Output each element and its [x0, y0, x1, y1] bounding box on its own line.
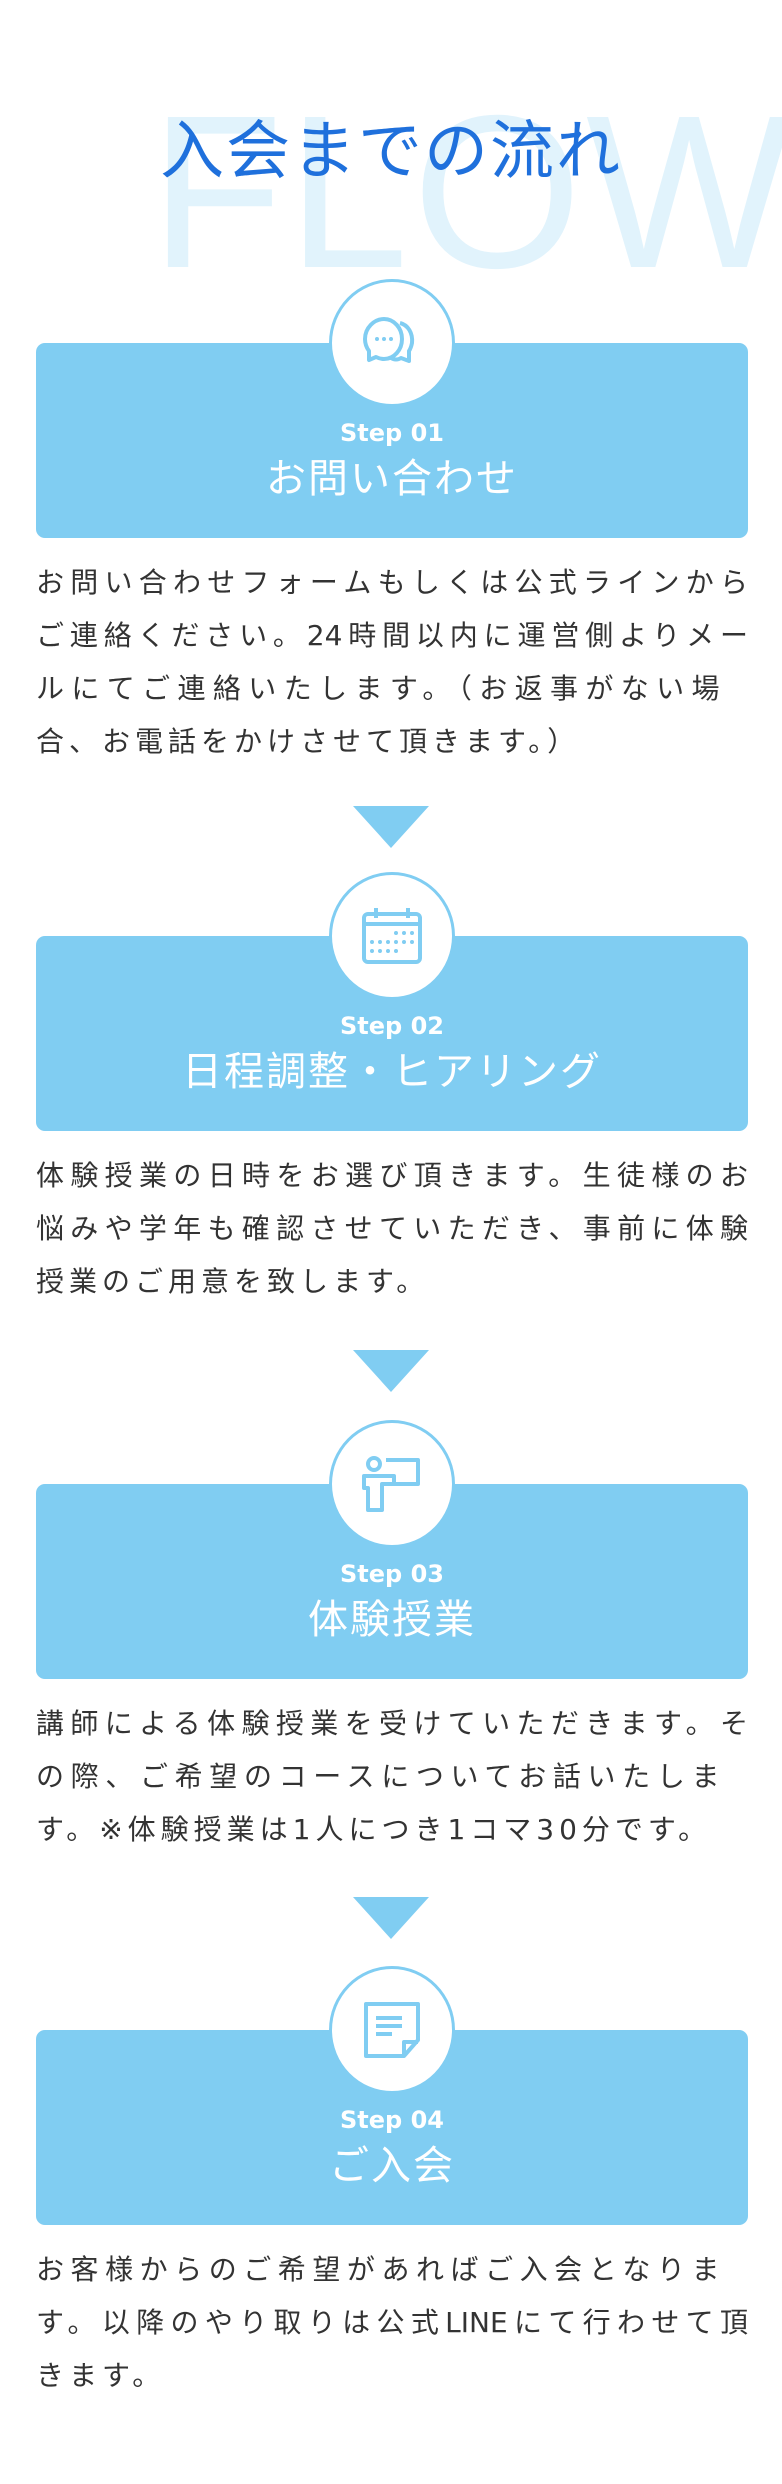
down-arrow-icon	[353, 1350, 429, 1392]
description-line: 合、お電話をかけさせて頂きます。）	[36, 725, 581, 758]
description-line: の際、ご希望のコースについてお話いたしま	[36, 1760, 720, 1793]
calendar-icon	[362, 908, 422, 964]
page-title: 入会までの流れ	[160, 115, 622, 189]
down-arrow-icon	[353, 1897, 429, 1939]
step-description: 講師による体験授業を受けていただきます。そ の際、ご希望のコースについてお話いた…	[36, 1697, 748, 1856]
step-label: Step 02	[340, 1012, 444, 1040]
teacher-board-icon	[362, 1456, 420, 1512]
step-label: Step 01	[340, 419, 444, 447]
step-title: 体験授業	[308, 1597, 476, 1643]
step-description: 体験授業の日時をお選び頂きます。生徒様のお 悩みや学年も確認させていただき、事前…	[36, 1149, 748, 1308]
step-icon-circle	[329, 279, 455, 407]
document-icon	[364, 2002, 420, 2058]
step-description: お客様からのご希望があればご入会となりま す。以降のやり取りは公式LINEにて行…	[36, 2243, 748, 2402]
description-line: ご連絡ください。24時間以内に運営側よりメー	[36, 619, 748, 652]
description-line: 体験授業の日時をお選び頂きます。生徒様のお	[36, 1159, 748, 1192]
description-line: ルにてご連絡いたします。（お返事がない場	[36, 672, 720, 705]
step-icon-circle	[329, 1420, 455, 1548]
step-description: お問い合わせフォームもしくは公式ラインから ご連絡ください。24時間以内に運営側…	[36, 556, 748, 768]
description-line: 講師による体験授業を受けていただきます。そ	[36, 1707, 748, 1740]
step-title: ご入会	[329, 2143, 455, 2189]
description-line: 授業のご用意を致します。	[36, 1265, 430, 1298]
description-line: お問い合わせフォームもしくは公式ラインから	[36, 566, 748, 599]
step-icon-circle	[329, 872, 455, 1000]
flow-watermark: FLOW	[150, 71, 782, 314]
chat-bubbles-icon	[363, 317, 415, 363]
down-arrow-icon	[353, 806, 429, 848]
description-line: きます。	[36, 2359, 166, 2392]
step-title: 日程調整・ヒアリング	[182, 1049, 602, 1095]
description-line: お客様からのご希望があればご入会となりま	[36, 2253, 720, 2286]
description-line: 悩みや学年も確認させていただき、事前に体験	[36, 1212, 748, 1245]
description-line: す。※体験授業は1人につき1コマ30分です。	[36, 1813, 712, 1846]
step-icon-circle	[329, 1966, 455, 2094]
description-line: す。以降のやり取りは公式LINEにて行わせて頂	[36, 2306, 748, 2339]
step-title: お問い合わせ	[266, 456, 518, 502]
step-label: Step 03	[340, 1560, 444, 1588]
step-label: Step 04	[340, 2106, 444, 2134]
